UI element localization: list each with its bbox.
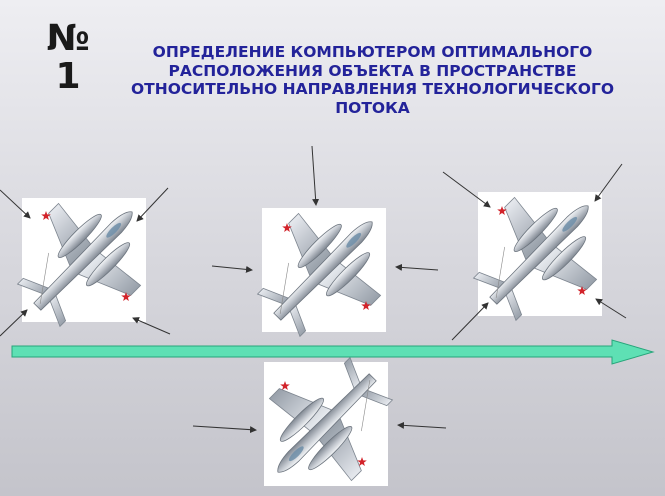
airplane-tile-1 xyxy=(0,170,174,349)
title-line-2: РАСПОЛОЖЕНИЯ ОБЪЕКТА В ПРОСТРАНСТВЕ xyxy=(168,61,577,80)
pointer-arrow xyxy=(595,298,627,319)
slide-number-symbol: № xyxy=(46,18,90,59)
pointer-arrow xyxy=(395,263,439,271)
pointer-arrow xyxy=(594,163,623,202)
pointer-arrow xyxy=(132,317,171,335)
title-line-3: ОТНОСИТЕЛЬНО НАПРАВЛЕНИЯ ТЕХНОЛОГИЧЕСКОГ… xyxy=(130,80,615,98)
pointer-arrow xyxy=(0,309,28,337)
pointer-arrow xyxy=(451,302,489,341)
pointer-arrow xyxy=(397,421,447,429)
title-line-1: ОПРЕДЕЛЕНИЕ КОМПЬЮТЕРОМ ОПТИМАЛЬНОГО xyxy=(152,43,593,61)
flow-arrow xyxy=(11,339,655,365)
slide-number-value: 1 xyxy=(55,56,81,97)
pointer-arrow xyxy=(192,425,257,434)
slide-number: № 1 xyxy=(44,20,92,96)
title-line-4: ПОТОКА xyxy=(335,98,410,117)
airplane-tile-3 xyxy=(451,164,630,343)
pointer-arrow xyxy=(311,145,320,206)
pointer-arrow xyxy=(442,171,491,208)
airplane-tile-4 xyxy=(236,335,415,496)
pointer-arrow xyxy=(136,187,169,222)
pointer-arrow xyxy=(0,189,31,219)
airplane-tile-2 xyxy=(235,180,414,359)
pointer-arrow xyxy=(211,265,253,273)
slide-title: ОПРЕДЕЛЕНИЕ КОМПЬЮТЕРОМ ОПТИМАЛЬНОГО РАС… xyxy=(100,43,645,117)
